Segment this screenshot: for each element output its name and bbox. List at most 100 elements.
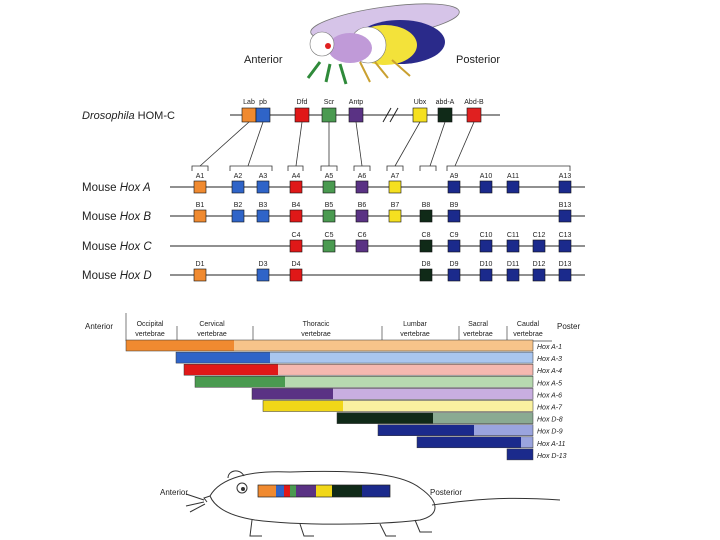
hox-gene-box [289, 209, 303, 223]
fly-gene-box [321, 107, 337, 123]
fly-gene-label: Ubx [414, 99, 427, 106]
hox-gene-box [506, 239, 520, 253]
expression-bar-faint [433, 412, 533, 424]
hox-gene-label: B4 [292, 202, 301, 209]
expression-bar-faint [234, 340, 533, 351]
expression-bar-outline [125, 339, 534, 352]
hox-gene-box [447, 209, 461, 223]
region-label-1: Cervical [199, 321, 225, 328]
chromosome-break-2 [389, 107, 399, 123]
hox-gene-box [558, 209, 572, 223]
expression-bar-label: Hox A-7 [537, 405, 563, 412]
axis-posterior-label: Poster [557, 322, 580, 331]
hox-gene-box [532, 239, 546, 253]
mouse-expression-segment [290, 485, 296, 497]
hox-gene-label: A11 [507, 173, 519, 180]
hox-gene-box [419, 268, 433, 282]
hox-gene-box [388, 209, 402, 223]
fly-gene-box [348, 107, 364, 123]
hox-gene-label: B5 [325, 202, 334, 209]
expression-bar-faint [521, 436, 533, 448]
hox-gene-box [532, 268, 546, 282]
hox-gene-box [479, 239, 493, 253]
hox-gene-box [322, 239, 336, 253]
hox-gene-label: C8 [422, 232, 431, 239]
fly-gene-label: pb [259, 99, 267, 106]
hox-gene-label: C10 [480, 232, 493, 239]
hox-gene-box [479, 180, 493, 194]
hox-gene-box [289, 180, 303, 194]
hox-gene-box [289, 239, 303, 253]
hox-gene-box [447, 180, 461, 194]
expression-bar-label: Hox A-3 [537, 356, 562, 363]
hox-gene-label: B6 [358, 202, 367, 209]
region-label-2: vertebrae [400, 331, 430, 338]
hox-gene-label: A3 [259, 173, 268, 180]
expression-bar-strong [507, 448, 533, 460]
hox-gene-box [256, 180, 270, 194]
fly-gene-box [241, 107, 257, 123]
mouse-expression-strip [257, 484, 391, 498]
hox-gene-box [479, 268, 493, 282]
hox-gene-label: A1 [196, 173, 205, 180]
hox-gene-box [506, 180, 520, 194]
expression-bar-outline [416, 436, 534, 449]
expression-bar-strong [184, 364, 278, 376]
hox-gene-box [419, 209, 433, 223]
fly-anterior-label: Anterior [244, 54, 283, 66]
expression-bar-outline [262, 400, 534, 412]
expression-bar-outline [194, 376, 534, 388]
hox-gene-box [558, 180, 572, 194]
fly-illustration [306, 3, 460, 85]
hox-gene-label: A6 [358, 173, 367, 180]
region-label-2: vertebrae [463, 331, 493, 338]
hox-gene-label: D11 [507, 261, 519, 268]
fly-gene-label: abd-A [436, 99, 455, 106]
hox-gene-label: A10 [480, 173, 493, 180]
homology-lines [191, 121, 571, 171]
region-label-2: vertebrae [197, 331, 227, 338]
hox-gene-label: D8 [422, 261, 431, 268]
hox-gene-box [558, 268, 572, 282]
hox-gene-label: B9 [450, 202, 459, 209]
hox-gene-label: D4 [292, 261, 301, 268]
chromosome-break-1 [382, 107, 392, 123]
expression-bar-label: Hox D-13 [537, 453, 567, 460]
expression-bar-strong [378, 424, 474, 436]
expression-bar-outline [336, 412, 534, 424]
expression-bar-faint [270, 352, 533, 364]
hox-gene-label: D13 [559, 261, 572, 268]
hox-gene-label: A5 [325, 173, 334, 180]
hox-gene-box [289, 268, 303, 282]
hox-gene-label: A7 [391, 173, 400, 180]
hox-gene-box [193, 180, 207, 194]
hox-gene-label: B2 [234, 202, 243, 209]
region-label-1: Sacral [468, 321, 488, 328]
expression-bar-faint [285, 376, 533, 388]
expression-bar-outline [183, 363, 534, 376]
expression-bar-strong [263, 400, 343, 412]
hox-gene-label: A9 [450, 173, 459, 180]
mouse-anterior-label: Anterior [160, 488, 188, 497]
hox-gene-box [447, 239, 461, 253]
expression-bar-outline [175, 351, 534, 364]
region-label-2: vertebrae [135, 331, 165, 338]
hox-gene-box [355, 239, 369, 253]
hox-gene-label: C5 [325, 232, 334, 239]
hox-gene-box [355, 180, 369, 194]
hox-gene-box [256, 268, 270, 282]
expression-bar-strong [176, 352, 270, 364]
region-label-1: Thoracic [303, 321, 330, 328]
mouse-expression-segment [258, 485, 276, 497]
expression-bar-label: Hox A-11 [537, 441, 566, 448]
region-label-1: Caudal [517, 321, 540, 328]
hox-gene-box [447, 268, 461, 282]
hox-gene-box [193, 268, 207, 282]
hox-gene-label: C12 [533, 232, 546, 239]
expression-bar-strong [195, 376, 285, 388]
expression-bar-outline [506, 448, 534, 461]
mouse-expression-segment [284, 485, 290, 497]
hox-gene-label: D10 [480, 261, 493, 268]
hox-gene-label: C6 [358, 232, 367, 239]
region-label-2: vertebrae [513, 331, 543, 338]
